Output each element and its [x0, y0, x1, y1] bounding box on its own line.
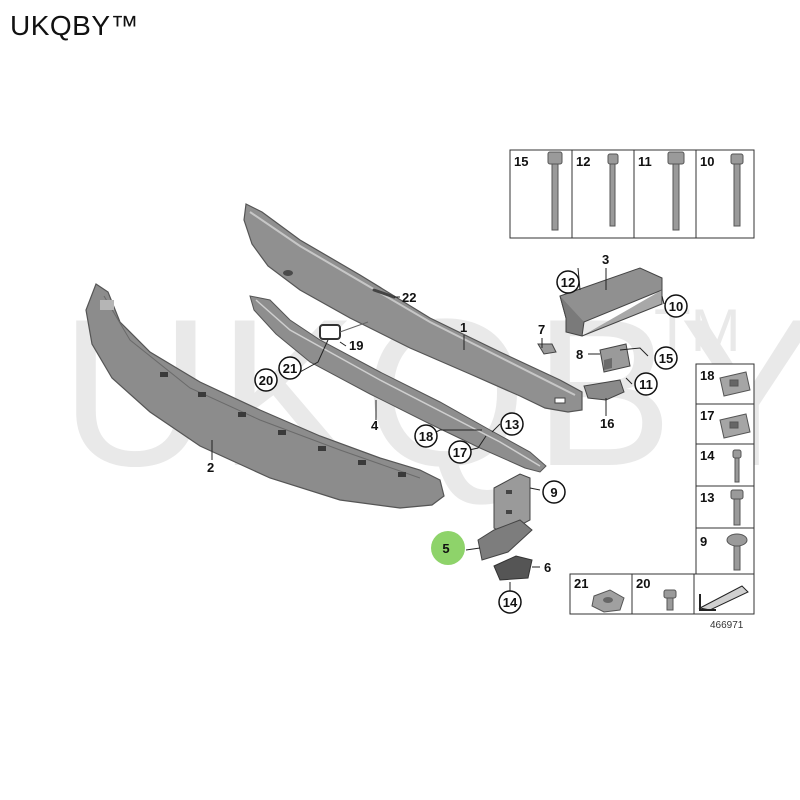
label-19: 19: [349, 338, 363, 353]
callout-18: 18: [414, 424, 438, 448]
callout-12: 12: [556, 270, 580, 294]
callout-21: 21: [278, 356, 302, 380]
label-13: 13: [505, 417, 519, 432]
clip-nut-17-icon: [719, 413, 751, 439]
label-18: 18: [419, 429, 433, 444]
part-7-nut: [537, 343, 557, 355]
part-4-strip: [249, 295, 547, 473]
side-18-label: 18: [700, 368, 714, 383]
label-4: 4: [371, 418, 379, 433]
bolt-10-label: 10: [700, 154, 714, 169]
bottom-20-label: 20: [636, 576, 650, 591]
callout-10: 10: [664, 294, 688, 318]
diagram-number: 466971: [710, 620, 744, 631]
bolt-12-label: 12: [576, 154, 590, 169]
callout-13: 13: [500, 412, 524, 436]
callout-9: 9: [542, 480, 566, 504]
part-8-holder: [599, 343, 631, 373]
side-14-label: 14: [700, 448, 715, 463]
part-5-bracket: [477, 519, 533, 561]
bolt-15-label: 15: [514, 154, 528, 169]
label-21: 21: [283, 361, 297, 376]
bolt-table: 15 12 11 10: [509, 149, 755, 239]
label-10: 10: [669, 299, 683, 314]
callout-11: 11: [634, 372, 658, 396]
bolt-20-icon: [663, 589, 677, 611]
part-1-carrier: [243, 203, 583, 413]
side-13-label: 13: [700, 490, 714, 505]
callout-20: 20: [254, 368, 278, 392]
label-15: 15: [659, 351, 673, 366]
label-9: 9: [550, 485, 557, 500]
label-20: 20: [259, 373, 273, 388]
callout-17: 17: [448, 440, 472, 464]
label-16: 16: [600, 416, 614, 431]
screw-14-icon: [732, 449, 742, 483]
label-3: 3: [602, 252, 609, 267]
label-11: 11: [639, 377, 653, 392]
bolt-15-icon: [547, 151, 563, 231]
label-22: 22: [402, 290, 416, 305]
label-17: 17: [453, 445, 467, 460]
bolt-10-icon: [730, 153, 744, 227]
label-8: 8: [576, 347, 583, 362]
label-2: 2: [207, 460, 214, 475]
label-6: 6: [544, 560, 551, 575]
label-1: 1: [460, 320, 467, 335]
label-5: 5: [442, 541, 449, 556]
arrow-icon: [698, 585, 749, 611]
part-2-lower-lip: [85, 283, 445, 509]
side-9-label: 9: [700, 534, 707, 549]
part-6-cap: [493, 555, 533, 581]
part-19-clip: [319, 321, 369, 340]
screw-13-icon: [730, 489, 744, 526]
nut-21-icon: [591, 589, 625, 613]
label-7: 7: [538, 322, 545, 337]
part-22-pin: [372, 288, 396, 299]
part-16-bracket: [583, 379, 625, 401]
clip-nut-18-icon: [719, 371, 751, 397]
side-17-label: 17: [700, 408, 714, 423]
bolt-9-icon: [726, 533, 748, 571]
part-3-bracket: [559, 267, 663, 337]
callout-15: 15: [654, 346, 678, 370]
callout-14: 14: [498, 590, 522, 614]
bottom-table: 21 20: [569, 573, 755, 615]
side-table: 18 17 14 13 9: [695, 363, 755, 575]
callout-5-highlight: 5: [431, 531, 465, 565]
label-12: 12: [561, 275, 575, 290]
brand-title: UKQBY™: [10, 10, 140, 41]
label-14: 14: [503, 595, 518, 610]
part-9-mount: [493, 473, 531, 535]
bolt-12-icon: [607, 153, 619, 227]
bolt-11-label: 11: [638, 154, 652, 169]
bottom-21-label: 21: [574, 576, 588, 591]
bolt-11-icon: [667, 151, 685, 231]
